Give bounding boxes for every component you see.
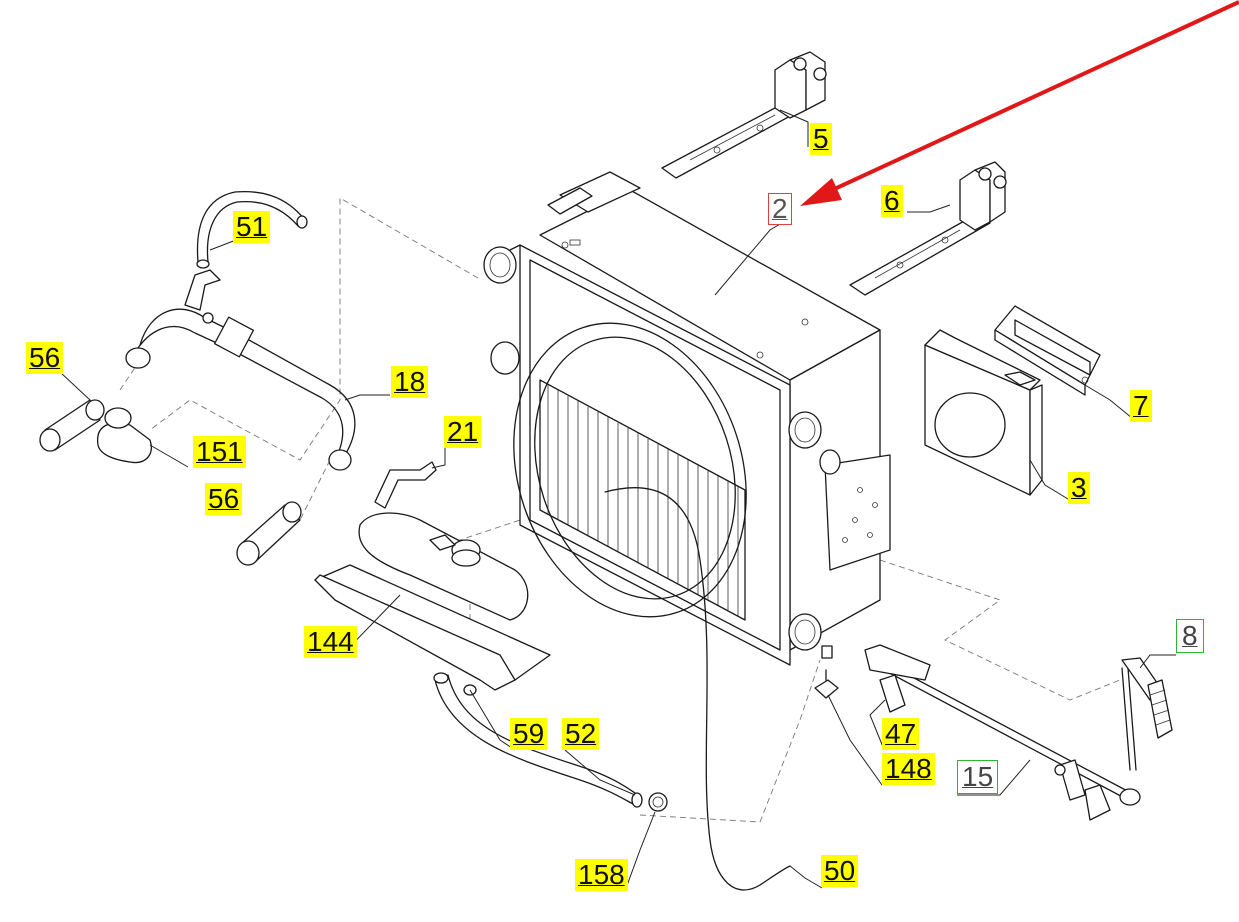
drain-valve-148 (814, 645, 839, 699)
callout-51: 51 (233, 211, 271, 243)
clamp-158 (648, 792, 668, 812)
callout-8: 8 (1176, 619, 1204, 653)
callout-7: 7 (1130, 390, 1152, 422)
callout-52: 52 (562, 718, 600, 750)
mounting-bracket-5 (661, 51, 827, 179)
radiator-core-fins (547, 385, 739, 616)
callout-15: 15 (957, 760, 999, 794)
expansion-tank-144 (314, 512, 551, 696)
callout-151: 151 (193, 436, 246, 468)
callout-47: 47 (882, 718, 920, 750)
upper-hose-51 (196, 190, 308, 269)
hose-56-lower (236, 501, 302, 566)
callout-50: 50 (821, 855, 859, 887)
lever-8 (1121, 657, 1173, 771)
control-shaft-15 (864, 644, 1141, 821)
callout-6: 6 (881, 185, 903, 217)
elbow-151 (97, 407, 152, 464)
callout-56-upper: 56 (26, 342, 64, 374)
bracket-21 (374, 461, 437, 509)
side-plate-7 (994, 305, 1101, 396)
callout-2: 2 (768, 193, 792, 225)
side-shroud-3 (924, 329, 1043, 496)
callout-56-lower: 56 (205, 483, 243, 515)
callout-59: 59 (510, 718, 548, 750)
callout-148: 148 (882, 753, 935, 785)
callout-144: 144 (304, 626, 357, 658)
overflow-hose-50 (604, 487, 791, 891)
mounting-bracket-6 (849, 161, 1007, 296)
callout-3: 3 (1068, 472, 1090, 504)
radiator-assembly (483, 171, 891, 666)
hose-56-upper (39, 399, 105, 452)
callout-158: 158 (575, 859, 628, 891)
hose-59-52 (433, 672, 643, 808)
coolant-pipe-18 (125, 269, 356, 471)
callout-5: 5 (810, 123, 832, 155)
callout-18: 18 (391, 366, 429, 398)
pointer-arrow-icon (800, 0, 1239, 206)
callout-21: 21 (444, 416, 482, 448)
